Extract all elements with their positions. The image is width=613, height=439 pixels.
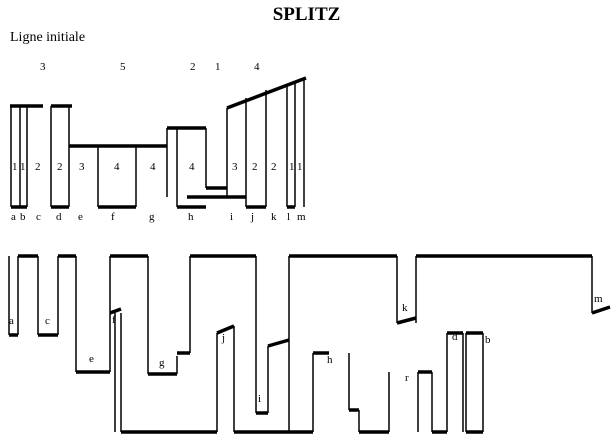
segment-number: 2 (57, 161, 63, 173)
segment-number: 1 (12, 161, 18, 173)
top-number: 4 (254, 61, 260, 73)
top-numbers: 3 5 2 1 4 (40, 61, 260, 73)
segment-number: 4 (189, 161, 195, 173)
letter-label: i (230, 211, 233, 223)
letter-label: g (159, 357, 165, 369)
letter-label: b (485, 334, 491, 346)
letter-label: a (11, 211, 16, 223)
letter-label: k (402, 302, 408, 314)
letters-top: a b c d e f g h i j k l m (11, 211, 306, 223)
segment-number: 2 (35, 161, 41, 173)
segment-number: 3 (79, 161, 85, 173)
letter-label: c (36, 211, 41, 223)
segment-number: 4 (114, 161, 120, 173)
segment-number: 4 (150, 161, 156, 173)
letter-label: f (112, 314, 116, 326)
letter-label: l (287, 211, 290, 223)
letter-label: j (221, 332, 225, 344)
letter-label: d (56, 211, 62, 223)
segment-numbers: 1 1 2 2 3 4 4 4 3 2 2 1 1 (12, 161, 303, 173)
letters-bottom: a c e f g j i h k r d b m (9, 293, 603, 405)
initial-line-figure (10, 76, 307, 209)
letter-label: g (149, 211, 155, 223)
letter-label: b (20, 211, 26, 223)
letter-label: h (188, 211, 194, 223)
top-number: 2 (190, 61, 196, 73)
segment-number: 1 (297, 161, 303, 173)
letter-label: m (594, 293, 603, 305)
top-number: 1 (215, 61, 221, 73)
segment-number: 3 (232, 161, 238, 173)
letter-label: i (258, 393, 261, 405)
split-line-figure (8, 254, 611, 434)
letter-label: h (327, 354, 333, 366)
segment-number: 1 (289, 161, 295, 173)
letter-label: r (405, 372, 409, 384)
letter-label: c (45, 315, 50, 327)
subtitle: Ligne initiale (10, 30, 86, 45)
letter-label: a (9, 315, 14, 327)
letter-label: e (89, 353, 94, 365)
letter-label: j (250, 211, 254, 223)
page-title: SPLITZ (272, 4, 341, 25)
letter-label: e (78, 211, 83, 223)
segment-number: 1 (20, 161, 26, 173)
segment-number: 2 (252, 161, 258, 173)
letter-label: f (111, 211, 115, 223)
letter-label: k (271, 211, 277, 223)
top-number: 5 (120, 61, 126, 73)
top-number: 3 (40, 61, 46, 73)
letter-label: d (452, 331, 458, 343)
letter-label: m (297, 211, 306, 223)
segment-number: 2 (271, 161, 277, 173)
